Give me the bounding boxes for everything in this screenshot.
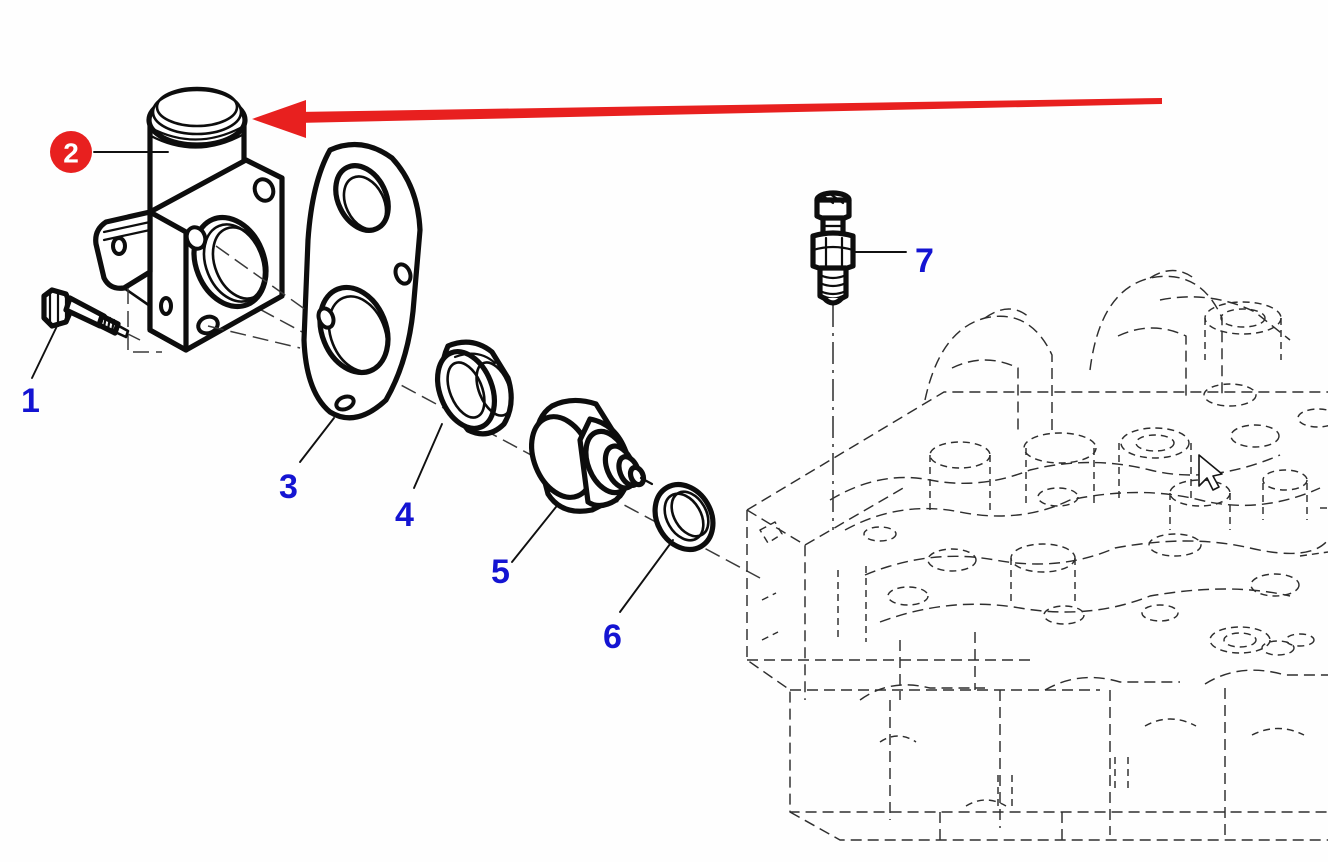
part-thermostat <box>511 397 654 563</box>
callout-number-3[interactable]: 3 <box>279 468 298 506</box>
callout-number-4[interactable]: 4 <box>395 496 414 534</box>
callout-number-6[interactable]: 6 <box>603 618 622 656</box>
callout-number-5[interactable]: 5 <box>491 553 510 591</box>
callout-badge-2-text: 2 <box>63 138 79 169</box>
part-thermostat-housing <box>93 86 307 353</box>
engine-cylinder-head <box>746 269 1328 841</box>
leader-line-1 <box>31 323 59 379</box>
callout-number-1[interactable]: 1 <box>21 382 40 420</box>
leader-line-5 <box>511 506 557 563</box>
callout-badge-circle <box>50 131 92 173</box>
callout-number-7[interactable]: 7 <box>915 242 934 280</box>
part-housing-gasket <box>299 142 423 463</box>
callout-labels: 2 1 3 4 5 6 7 <box>21 131 934 656</box>
part-flange-bolt <box>31 287 141 379</box>
leader-line-4 <box>413 423 443 489</box>
red-highlight-arrow <box>252 98 1162 138</box>
leader-line-3 <box>299 417 335 463</box>
part-seal-sleeve <box>413 339 514 489</box>
mouse-pointer <box>1198 454 1223 491</box>
part-temperature-sensor-switch <box>810 190 907 530</box>
part-o-ring-seal <box>619 482 716 613</box>
leader-line-6 <box>619 539 674 613</box>
callout-badge-2[interactable]: 2 <box>50 131 92 173</box>
